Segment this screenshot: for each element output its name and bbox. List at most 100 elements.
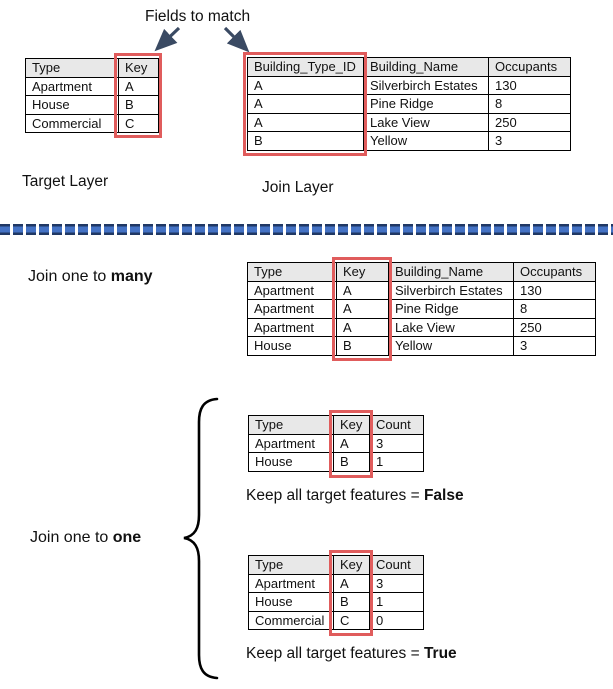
cell: C — [333, 610, 370, 630]
down-left-arrow-icon — [154, 26, 181, 52]
cell: 3 — [513, 336, 596, 356]
table-header-row: Type Key Building_Name Occupants — [247, 262, 596, 282]
fields-to-match-label: Fields to match — [145, 8, 251, 25]
column-header: Occupants — [488, 57, 571, 77]
curly-brace-icon — [183, 397, 219, 680]
table-row: A Pine Ridge 8 — [247, 94, 571, 114]
label-text: Join one to — [28, 268, 111, 285]
label-text: Join one to — [30, 529, 113, 546]
cell: Apartment — [248, 433, 334, 453]
cell: 3 — [369, 433, 424, 453]
target-layer-table: Type Key Apartment A House B Commercial … — [25, 58, 159, 133]
cell: A — [247, 75, 364, 95]
table-row: Apartment A Pine Ridge 8 — [247, 299, 596, 319]
cell: House — [247, 336, 337, 356]
cell: House — [248, 452, 334, 472]
table-row: House B Yellow 3 — [247, 336, 596, 356]
cell: House — [248, 592, 334, 612]
cell: House — [25, 95, 119, 115]
cell: Pine Ridge — [388, 299, 514, 319]
cell: Silverbirch Estates — [363, 75, 489, 95]
cell: Yellow — [363, 131, 489, 151]
cell: Yellow — [388, 336, 514, 356]
cell: 3 — [488, 131, 571, 151]
cell: 8 — [513, 299, 596, 319]
cell: 130 — [488, 75, 571, 95]
column-header: Key — [336, 262, 389, 282]
one-to-one-true-table: Type Key Count Apartment A 3 House B 1 C… — [248, 555, 424, 630]
cell: Commercial — [25, 113, 119, 133]
table-header-row: Type Key Count — [248, 415, 424, 435]
table-header-row: Type Key Count — [248, 555, 424, 575]
cell: A — [333, 433, 370, 453]
keep-true-caption: Keep all target features = True — [246, 645, 457, 663]
cell: 1 — [369, 452, 424, 472]
down-right-arrow-icon — [223, 26, 250, 53]
table-row: Apartment A Silverbirch Estates 130 — [247, 280, 596, 300]
cell: 250 — [488, 112, 571, 132]
cell: 250 — [513, 317, 596, 337]
table-header-row: Building_Type_ID Building_Name Occupants — [247, 57, 571, 77]
cell: 8 — [488, 94, 571, 114]
dashed-divider — [0, 224, 613, 235]
cell: B — [333, 452, 370, 472]
table-row: House B 1 — [248, 592, 424, 612]
cell: B — [118, 95, 159, 115]
column-header: Type — [248, 415, 334, 435]
caption-text: Keep all target features = — [246, 487, 424, 504]
one-to-many-result-table: Type Key Building_Name Occupants Apartme… — [247, 262, 596, 356]
target-layer-label: Target Layer — [22, 173, 109, 190]
cell: Apartment — [247, 299, 337, 319]
cell: Silverbirch Estates — [388, 280, 514, 300]
column-header: Type — [25, 58, 119, 78]
table-row: B Yellow 3 — [247, 131, 571, 151]
cell: A — [333, 573, 370, 593]
column-header: Key — [118, 58, 159, 78]
column-header: Count — [369, 415, 424, 435]
table-row: A Lake View 250 — [247, 112, 571, 132]
label-bold-text: one — [112, 529, 142, 546]
cell: Commercial — [248, 610, 334, 630]
cell: A — [118, 76, 159, 96]
cell: A — [247, 112, 364, 132]
one-to-one-false-table: Type Key Count Apartment A 3 House B 1 — [248, 415, 424, 472]
table-row: Commercial C 0 — [248, 610, 424, 630]
table-row: Commercial C — [25, 113, 159, 133]
cell: Apartment — [248, 573, 334, 593]
column-header: Building_Name — [388, 262, 514, 282]
cell: Apartment — [247, 280, 337, 300]
cell: 1 — [369, 592, 424, 612]
table-row: Apartment A 3 — [248, 433, 424, 453]
cell: B — [336, 336, 389, 356]
column-header: Type — [247, 262, 337, 282]
cell: A — [336, 280, 389, 300]
table-row: A Silverbirch Estates 130 — [247, 75, 571, 95]
column-header: Type — [248, 555, 334, 575]
cell: 130 — [513, 280, 596, 300]
table-row: Apartment A Lake View 250 — [247, 317, 596, 337]
column-header: Key — [333, 555, 370, 575]
table-row: Apartment A 3 — [248, 573, 424, 593]
cell: A — [247, 94, 364, 114]
table-header-row: Type Key — [25, 58, 159, 78]
join-one-to-one-label: Join one to one — [30, 529, 141, 547]
join-layer-table: Building_Type_ID Building_Name Occupants… — [247, 57, 571, 151]
cell: Lake View — [363, 112, 489, 132]
cell: B — [247, 131, 364, 151]
column-header: Count — [369, 555, 424, 575]
cell: A — [336, 317, 389, 337]
caption-bold-text: False — [423, 487, 464, 504]
table-row: House B 1 — [248, 452, 424, 472]
caption-bold-text: True — [423, 645, 457, 662]
cell: Apartment — [247, 317, 337, 337]
caption-text: Keep all target features = — [246, 645, 424, 662]
cell: B — [333, 592, 370, 612]
cell: A — [336, 299, 389, 319]
column-header: Occupants — [513, 262, 596, 282]
cell: Lake View — [388, 317, 514, 337]
cell: 3 — [369, 573, 424, 593]
column-header: Building_Name — [363, 57, 489, 77]
join-one-to-many-label: Join one to many — [28, 268, 153, 286]
column-header: Building_Type_ID — [247, 57, 364, 77]
